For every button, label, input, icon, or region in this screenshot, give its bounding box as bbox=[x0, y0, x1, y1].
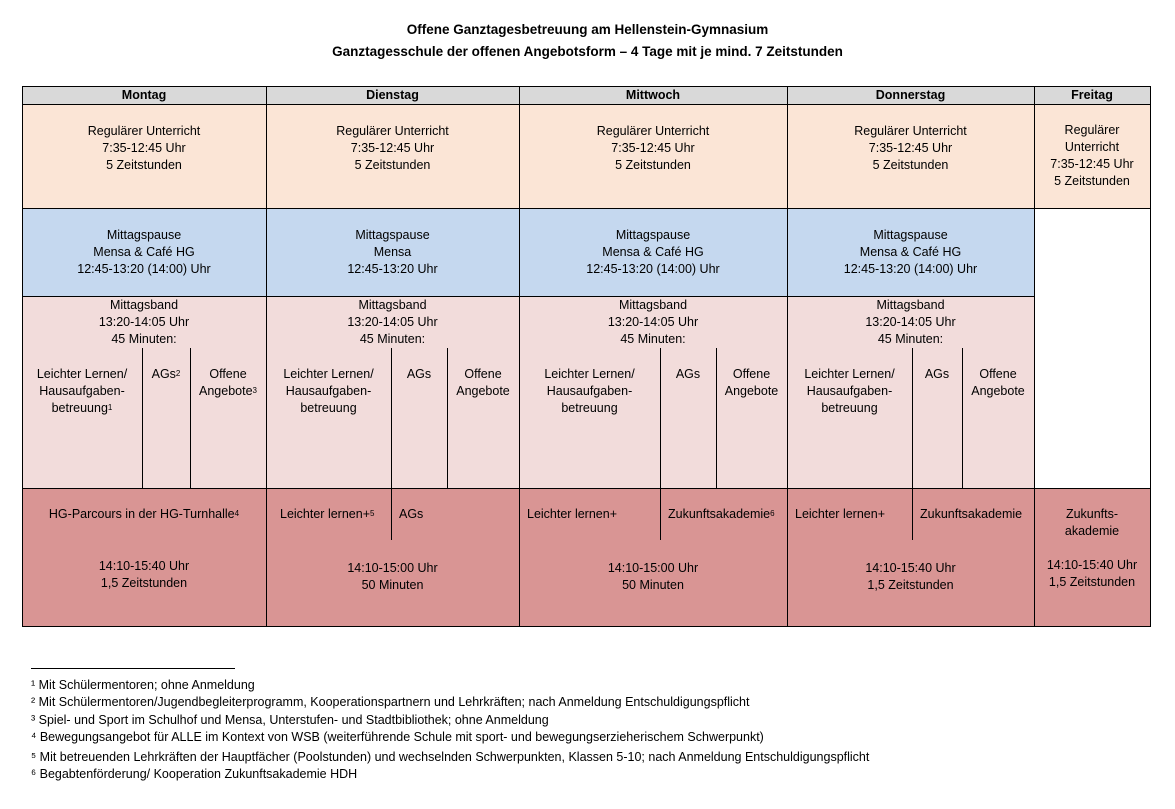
table-rule bbox=[22, 296, 1035, 297]
divider bbox=[660, 488, 661, 540]
mittagspause-mittwoch: Mittagspause Mensa & Café HG 12:45-13:20… bbox=[586, 228, 720, 276]
footnote-5: ⁵ Mit betreuenden Lehrkräften der Hauptf… bbox=[31, 750, 870, 764]
di-nachmittag-ags: AGs bbox=[399, 507, 424, 521]
footnote-6: ⁶ Begabtenförderung/ Kooperation Zukunft… bbox=[31, 767, 358, 781]
di-nachmittag-zeit: 14:10-15:00 Uhr 50 Minuten bbox=[347, 561, 438, 592]
mittagsband-donnerstag: Mittagsband 13:20-14:05 Uhr 45 Minuten: bbox=[865, 298, 956, 346]
column-divider bbox=[787, 86, 788, 627]
table-rule bbox=[22, 208, 1151, 209]
column-divider bbox=[519, 86, 520, 627]
footnote-separator bbox=[31, 668, 235, 669]
title-line-1: Offene Ganztagesbetreuung am Hellenstein… bbox=[406, 22, 769, 37]
divider bbox=[912, 488, 913, 540]
mittagspause-montag: Mittagspause Mensa & Café HG 12:45-13:20… bbox=[77, 228, 211, 276]
mi-ags: AGs bbox=[675, 367, 701, 381]
mo-lernen: Leichter Lernen/ Hausaufgaben- betreuung… bbox=[36, 367, 128, 415]
footnote-2: ² Mit Schülermentoren/Jugendbegleiterpro… bbox=[31, 695, 750, 709]
mittagsband-dienstag: Mittagsband 13:20-14:05 Uhr 45 Minuten: bbox=[347, 298, 438, 346]
unterricht-band bbox=[22, 104, 1150, 208]
mittagspause-band bbox=[22, 208, 1034, 296]
mo-ags: AGs2 bbox=[151, 367, 181, 381]
column-divider bbox=[1034, 86, 1035, 627]
mo-nachmittag: HG-Parcours in der HG-Turnhalle4 bbox=[48, 507, 240, 521]
do-lernen: Leichter Lernen/ Hausaufgaben- betreuung bbox=[804, 367, 895, 415]
mo-offene: Offene Angebote3 bbox=[199, 367, 257, 398]
do-ags: AGs bbox=[924, 367, 950, 381]
header-dienstag: Dienstag bbox=[266, 87, 519, 104]
do-nachmittag-zeit: 14:10-15:40 Uhr 1,5 Zeitstunden bbox=[865, 561, 956, 592]
di-offene: Offene Angebote bbox=[456, 367, 510, 398]
di-lernen-plus: Leichter lernen+5 bbox=[280, 507, 375, 521]
mittagsband-mittwoch: Mittagsband 13:20-14:05 Uhr 45 Minuten: bbox=[607, 298, 699, 346]
mi-offene: Offene Angebote bbox=[724, 367, 779, 398]
unterricht-donnerstag: Regulärer Unterricht 7:35-12:45 Uhr 5 Ze… bbox=[854, 124, 967, 172]
di-lernen: Leichter Lernen/ Hausaufgaben- betreuung bbox=[283, 367, 374, 415]
column-divider bbox=[266, 86, 267, 627]
table-border-bottom bbox=[22, 626, 1151, 627]
header-montag: Montag bbox=[22, 87, 266, 104]
mi-lernen: Leichter Lernen/ Hausaufgaben- betreuung bbox=[544, 367, 635, 415]
mittagspause-dienstag: Mittagspause Mensa 12:45-13:20 Uhr bbox=[347, 228, 438, 276]
table-border-top bbox=[22, 86, 1151, 87]
divider bbox=[391, 488, 392, 540]
fr-nachmittag-zeit: 14:10-15:40 Uhr 1,5 Zeitstunden bbox=[1046, 558, 1138, 589]
do-offene: Offene Angebote bbox=[971, 367, 1025, 398]
footnote-4: ⁴ Bewegungsangebot für ALLE im Kontext v… bbox=[31, 730, 764, 744]
footnote-1: ¹ Mit Schülermentoren; ohne Anmeldung bbox=[31, 678, 255, 692]
title-line-2: Ganztagesschule der offenen Angebotsform… bbox=[332, 44, 843, 59]
table-border-left bbox=[22, 86, 23, 627]
do-lernen-plus: Leichter lernen+ bbox=[795, 507, 885, 521]
mi-zukunftsakademie: Zukunftsakademie6 bbox=[668, 507, 775, 521]
footnote-3: ³ Spiel- und Sport im Schulhof und Mensa… bbox=[31, 713, 549, 727]
table-border-right bbox=[1150, 86, 1151, 627]
divider bbox=[660, 348, 661, 540]
divider bbox=[190, 348, 191, 488]
do-zukunftsakademie: Zukunftsakademie bbox=[920, 507, 1023, 521]
fr-zukunftsakademie: Zukunfts- akademie bbox=[1064, 507, 1120, 538]
freitag-empty-cell bbox=[1034, 208, 1150, 488]
unterricht-dienstag: Regulärer Unterricht 7:35-12:45 Uhr 5 Ze… bbox=[336, 124, 449, 172]
mi-lernen-plus: Leichter lernen+ bbox=[527, 507, 617, 521]
table-rule bbox=[22, 488, 1151, 489]
header-freitag: Freitag bbox=[1034, 87, 1150, 104]
divider bbox=[391, 348, 392, 540]
mittagsband-montag: Mittagsband 13:20-14:05 Uhr 45 Minuten: bbox=[98, 298, 190, 346]
nachmittag-band bbox=[22, 488, 1150, 626]
divider bbox=[912, 348, 913, 540]
divider bbox=[142, 348, 143, 488]
mo-nachmittag-zeit: 14:10-15:40 Uhr 1,5 Zeitstunden bbox=[98, 559, 190, 590]
divider bbox=[716, 348, 717, 488]
unterricht-freitag: Regulärer Unterricht 7:35-12:45 Uhr 5 Ze… bbox=[1050, 123, 1134, 188]
header-mittwoch: Mittwoch bbox=[519, 87, 787, 104]
unterricht-mittwoch: Regulärer Unterricht 7:35-12:45 Uhr 5 Ze… bbox=[596, 124, 710, 172]
unterricht-montag: Regulärer Unterricht 7:35-12:45 Uhr 5 Ze… bbox=[87, 124, 201, 172]
header-donnerstag: Donnerstag bbox=[787, 87, 1034, 104]
mittagspause-donnerstag: Mittagspause Mensa & Café HG 12:45-13:20… bbox=[843, 228, 978, 276]
divider bbox=[962, 348, 963, 488]
di-ags: AGs bbox=[406, 367, 432, 381]
table-rule bbox=[22, 104, 1151, 105]
divider bbox=[447, 348, 448, 488]
mi-nachmittag-zeit: 14:10-15:00 Uhr 50 Minuten bbox=[607, 561, 699, 592]
